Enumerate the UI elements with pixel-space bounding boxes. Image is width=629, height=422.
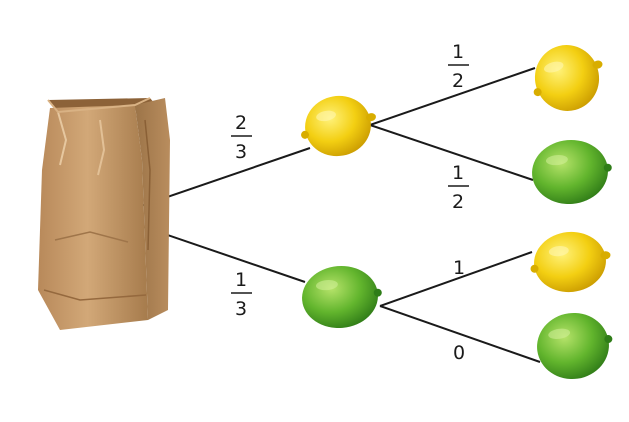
branch-line-first-lemon-to-second-lime-after-lemon [369, 124, 534, 181]
lemon-second-after-lime [530, 231, 611, 293]
lime-second-after-lime [537, 312, 613, 380]
lemon-first-draw [301, 95, 376, 157]
probability-numerator: 1 [235, 269, 247, 291]
probability-denominator: 2 [452, 191, 464, 213]
probability-labels: 2 3 1 3 1 2 1 2 1 0 [231, 41, 469, 364]
probability-lime-to-lemon: 1 [453, 257, 465, 279]
probability-bag-to-lemon: 2 3 [231, 112, 252, 163]
probability-lime-to-lime: 0 [453, 342, 465, 364]
branch-line-first-lime-to-second-lime-after-lime [379, 305, 541, 363]
probability-denominator: 3 [235, 141, 247, 163]
probability-lemon-to-lemon: 1 2 [448, 41, 469, 92]
probability-denominator: 3 [235, 298, 247, 320]
lime-first-draw [302, 265, 382, 329]
paper-bag [38, 97, 170, 330]
probability-denominator: 2 [452, 70, 464, 92]
lime-second-after-lemon [532, 139, 612, 205]
branch-line-first-lime-to-second-lemon-after-lime [379, 251, 533, 307]
lemon-second-after-lemon [533, 45, 603, 111]
probability-numerator: 1 [452, 41, 464, 63]
fruit-nodes [301, 45, 613, 380]
probability-numerator: 2 [235, 112, 247, 134]
probability-lemon-to-lime: 1 2 [448, 162, 469, 213]
branch-line-first-lemon-to-second-lemon-after-lemon [369, 67, 536, 126]
probability-bag-to-lime: 1 3 [231, 269, 252, 320]
probability-numerator: 1 [452, 162, 464, 184]
